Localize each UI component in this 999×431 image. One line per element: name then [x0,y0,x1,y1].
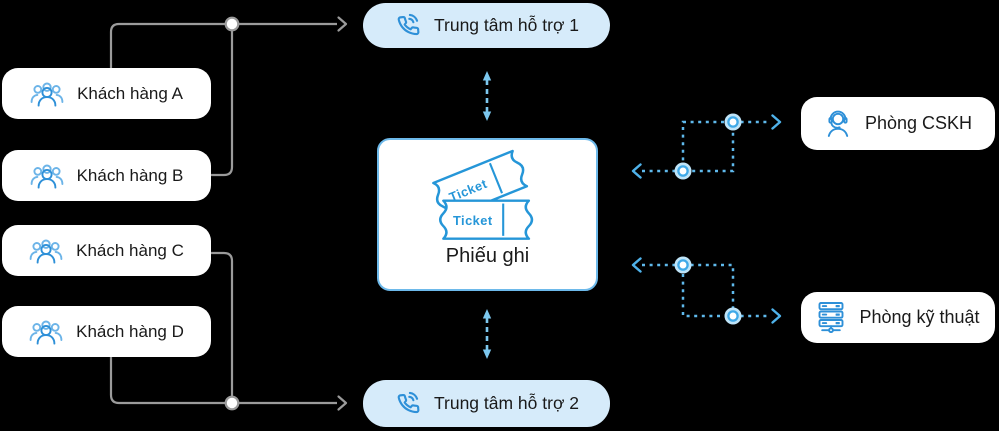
ticket-hub-label: Phiếu ghi [445,245,530,267]
junction-node-top [224,16,240,32]
node-customer-b: Khách hàng B [2,150,211,201]
arrow-hub-support2 [482,309,492,359]
phone-icon [394,390,421,417]
node-support-center-2: Trung tâm hỗ trợ 2 [363,380,610,427]
group-icon [30,81,64,107]
group-icon [29,319,63,345]
support-center-label: Trung tâm hỗ trợ 2 [433,393,580,413]
route-node [677,165,689,177]
connector-customers-cd-to-support2 [109,251,348,411]
route-node [727,116,739,128]
connector-customers-ab-to-support1 [109,16,348,177]
support-agent-icon [824,109,852,138]
ticket-text-bottom: Ticket [452,213,492,228]
customer-label: Khách hàng D [76,321,184,341]
node-customer-c: Khách hàng C [2,225,211,276]
department-label: Phòng CSKH [864,113,973,133]
arrow-support1-hub [482,71,492,121]
node-support-center-1: Trung tâm hỗ trợ 1 [363,3,610,48]
node-customer-a: Khách hàng A [2,68,211,119]
support-center-label: Trung tâm hỗ trợ 1 [433,15,580,35]
group-icon [29,238,63,264]
route-hub-cskh [631,113,782,180]
server-icon [816,302,846,333]
customer-label: Khách hàng A [77,83,183,103]
junction-node-bottom [224,395,240,411]
phone-icon [394,12,421,39]
node-dept-tech: Phòng kỹ thuật [801,292,995,343]
customer-label: Khách hàng B [76,165,184,185]
node-dept-cskh: Phòng CSKH [801,97,995,150]
route-node [677,259,689,271]
node-customer-d: Khách hàng D [2,306,211,357]
group-icon [30,163,64,189]
node-ticket-hub: Ticket Ticket Phiếu ghi [377,138,598,291]
customer-label: Khách hàng C [76,240,184,260]
route-node [727,310,739,322]
route-hub-tech [631,256,782,325]
tickets-icon: Ticket Ticket [412,147,564,243]
department-label: Phòng kỹ thuật [859,307,980,327]
